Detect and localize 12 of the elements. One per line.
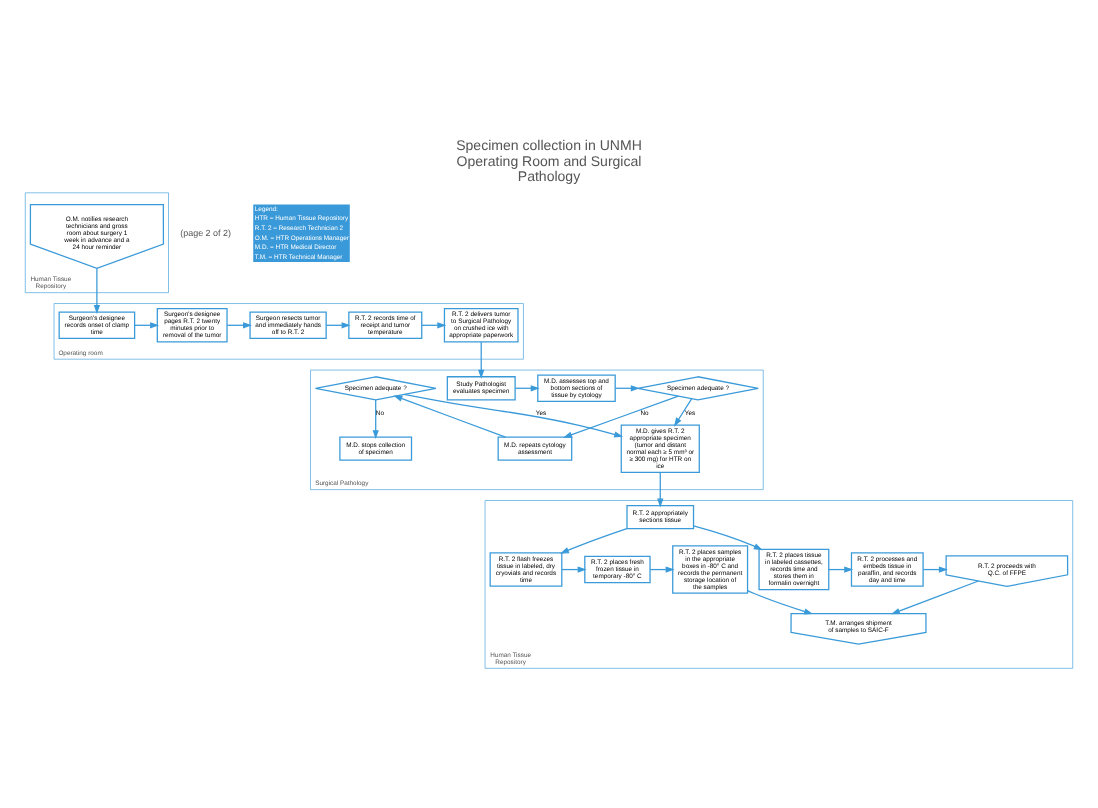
arrow [657,470,664,507]
arrow [563,394,679,437]
arrow [673,397,693,426]
arrow [372,398,379,439]
arrow [393,394,507,437]
arrow [692,524,763,550]
arrow [403,392,624,437]
arrow [560,527,628,553]
arrow [747,588,813,614]
arrow [93,266,101,314]
arrow [891,579,980,614]
arrow [478,340,485,378]
